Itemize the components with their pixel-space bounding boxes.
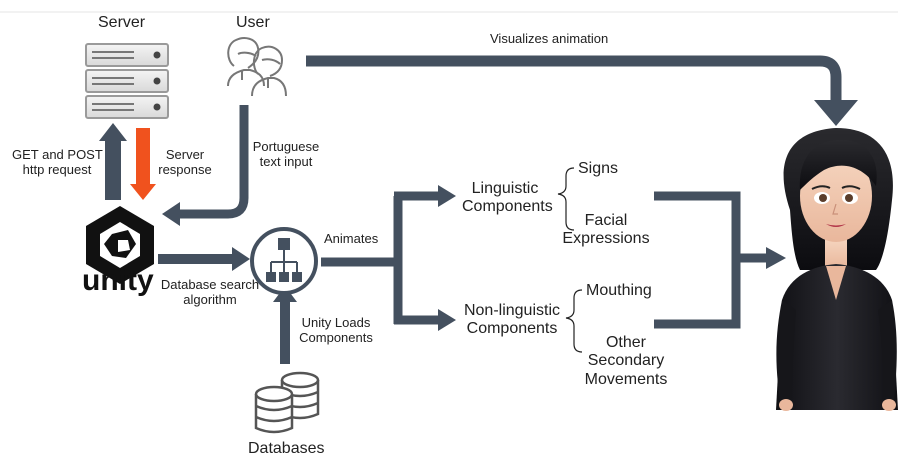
other-line2: Secondary: [587, 352, 665, 370]
nonlinguistic-components-label: Non-linguistic Components: [458, 302, 566, 339]
db-search-label: Database search algorithm: [160, 277, 260, 308]
arrow-server-response: [130, 128, 156, 200]
arrow-text-input: [162, 105, 249, 226]
unity-loads-label: Unity Loads Components: [298, 315, 374, 346]
portuguese-text-input-label: Portuguese text input: [250, 139, 322, 170]
portuguese-line1: Portuguese: [252, 139, 320, 154]
unity-loads-line1: Unity Loads: [301, 315, 371, 330]
animates-label: Animates: [324, 231, 379, 246]
signs-label: Signs: [578, 160, 619, 177]
server-response-line1: Server: [165, 147, 205, 162]
other-secondary-movements-label: Other Secondary Movements: [580, 334, 672, 389]
get-post-line2: http request: [22, 161, 92, 177]
get-post-line1: GET and POST: [12, 147, 103, 162]
arrow-visualizes: [306, 55, 858, 126]
brace-linguistic: [557, 167, 575, 231]
other-line3: Movements: [584, 370, 668, 388]
nonlinguistic-line1: Non-linguistic: [463, 302, 561, 319]
linguistic-line1: Linguistic: [471, 180, 539, 197]
arrow-db-search: [158, 247, 250, 271]
databases-label: Databases: [248, 440, 325, 457]
db-search-line2: algorithm: [183, 291, 237, 307]
arrow-animates: [321, 191, 440, 325]
arrowhead-linguistic: [438, 185, 456, 207]
visualizes-animation-label: Visualizes animation: [490, 31, 609, 46]
user-icon: [227, 37, 287, 97]
arrowhead-avatar: [766, 247, 786, 269]
linguistic-line2: Components: [462, 198, 553, 216]
server-response-label: Server response: [158, 147, 212, 178]
facial-expressions-label: Facial Expressions: [560, 212, 652, 249]
unity-loads-line2: Components: [299, 329, 373, 345]
facial-line1: Facial: [584, 212, 628, 229]
mouthing-label: Mouthing: [586, 282, 652, 299]
unity-logo: [86, 206, 154, 284]
nonlinguistic-line2: Components: [466, 320, 558, 338]
get-post-label: GET and POST http request: [12, 147, 103, 178]
brace-nonlinguistic: [565, 289, 583, 353]
server-response-line2: response: [158, 161, 212, 177]
db-search-line1: Database search: [160, 277, 260, 292]
server-label: Server: [98, 14, 146, 31]
server-icon: [85, 43, 169, 119]
databases-icon: [254, 371, 320, 434]
arrow-get-post: [99, 123, 127, 200]
arrow-merge-to-avatar: [654, 191, 768, 329]
avatar-character: [776, 128, 898, 411]
unity-wordmark: unity: [82, 264, 154, 297]
hub-icon: [250, 227, 318, 295]
arrow-unity-loads: [273, 286, 297, 364]
other-line1: Other: [605, 334, 646, 351]
linguistic-components-label: Linguistic Components: [462, 180, 553, 217]
portuguese-line2: text input: [259, 153, 313, 169]
arrowhead-nonlinguistic: [438, 309, 456, 331]
user-label: User: [236, 14, 270, 31]
facial-line2: Expressions: [562, 230, 650, 248]
